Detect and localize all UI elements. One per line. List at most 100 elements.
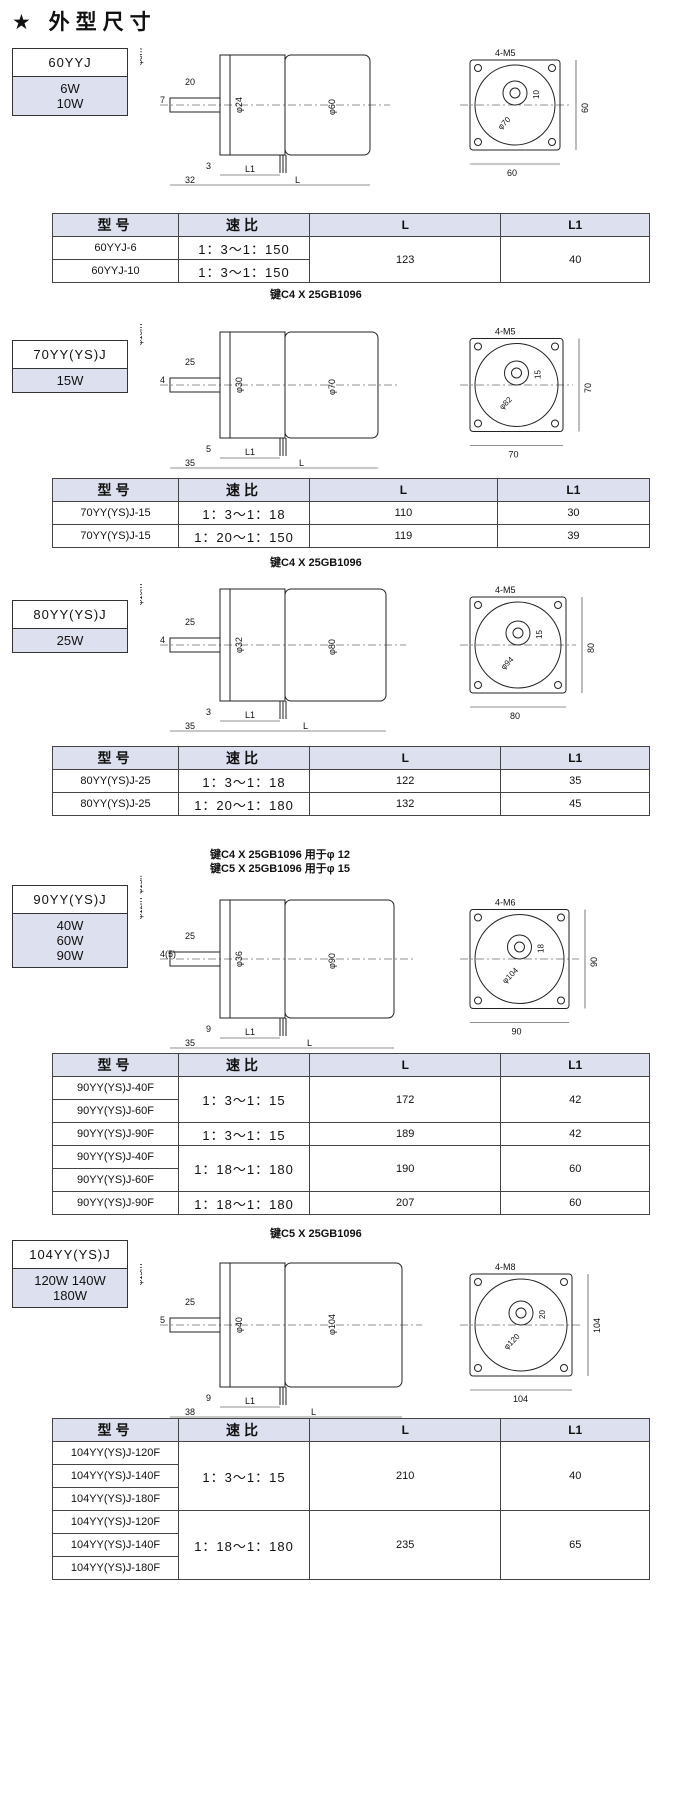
column-header-model: 型号 xyxy=(52,1418,179,1442)
L-label: L xyxy=(299,458,304,468)
cell-L1: 35 xyxy=(500,769,650,793)
mount-hole xyxy=(474,342,482,351)
shaft-tolerance-label: φ10h7 xyxy=(140,581,144,605)
cell-L1: 60 xyxy=(500,1191,650,1215)
shaft-tolerance-label: φ8h7 xyxy=(140,46,144,65)
column-header-ratio: 速比 xyxy=(178,478,310,502)
power-value: 120W 140W xyxy=(34,1273,106,1288)
model-name: 80YY(YS)J xyxy=(13,601,127,629)
mount-hole xyxy=(560,1278,568,1286)
mount-hole xyxy=(474,1278,482,1286)
cell-ratio: 1：3～1：15 xyxy=(178,1441,310,1511)
flange-width-label: 70 xyxy=(509,450,519,460)
shaft-length-label: 20 xyxy=(185,77,195,87)
shaft-length-label: 25 xyxy=(185,1297,195,1307)
L-label: L xyxy=(311,1407,316,1417)
cell-L: 190 xyxy=(308,1145,502,1192)
key-width-label: 4 xyxy=(160,375,165,385)
cell-ratio: 1：3～1：150 xyxy=(178,259,310,283)
cell-L1: 30 xyxy=(496,501,651,525)
cell-L: 189 xyxy=(308,1122,502,1146)
cell-model: 90YY(YS)J-90F xyxy=(52,1122,179,1146)
shaft-extension-label: 35 xyxy=(185,721,195,731)
model-name: 104YY(YS)J xyxy=(13,1241,127,1269)
mount-hole xyxy=(474,1364,482,1372)
power-value: 180W xyxy=(53,1288,87,1303)
output-boss xyxy=(504,360,529,386)
cell-model: 104YY(YS)J-120F xyxy=(52,1441,179,1465)
pitch-circle-label: φ82 xyxy=(498,395,515,412)
shaft-extension-label: 38 xyxy=(185,1407,195,1417)
power-rating: 25W xyxy=(13,629,127,652)
cell-ratio: 1：3～1：18 xyxy=(178,501,310,525)
column-header-L: L xyxy=(308,213,502,237)
column-header-ratio: 速比 xyxy=(178,1053,310,1077)
mount-hole xyxy=(548,138,556,146)
output-boss xyxy=(508,1300,534,1326)
output-shaft xyxy=(515,1307,527,1319)
cell-model: 90YY(YS)J-60F xyxy=(52,1168,179,1192)
mounting-thread-label: 4-M5 xyxy=(495,48,516,58)
key-note: 键C5 X 25GB1096 xyxy=(270,1228,362,1240)
key-width-label: 7 xyxy=(160,95,165,105)
shaft-tolerance-label: φ15h7 xyxy=(140,1261,144,1285)
mount-hole xyxy=(474,996,482,1005)
cell-model: 80YY(YS)J-25 xyxy=(52,792,179,816)
column-header-ratio: 速比 xyxy=(178,746,310,770)
key-note: 键C4 X 25GB1096 用于φ 12 xyxy=(210,849,350,861)
cell-model: 60YYJ-6 xyxy=(52,236,179,260)
key-offset-label: 15 xyxy=(534,370,543,379)
body-diameter-label: φ60 xyxy=(327,99,337,115)
cell-ratio: 1：18～1：180 xyxy=(178,1145,310,1192)
table-row: 104YY(YS)J-140F xyxy=(52,1464,650,1488)
cell-ratio: 1：3～1：150 xyxy=(178,236,310,260)
key-offset-label: 18 xyxy=(537,944,546,953)
key-note: 键C4 X 25GB1096 xyxy=(270,557,362,569)
cell-L1: 40 xyxy=(500,1441,650,1511)
cell-ratio: 1：18～1：180 xyxy=(178,1510,310,1580)
power-value: 60W xyxy=(56,933,84,948)
cell-L1: 42 xyxy=(500,1122,650,1146)
column-header-ratio: 速比 xyxy=(178,213,310,237)
key-width-label: 5 xyxy=(160,1315,165,1325)
L-label: L xyxy=(307,1038,312,1048)
flange-thickness-label: 3 xyxy=(206,707,211,717)
L1-label: L1 xyxy=(245,710,255,720)
cell-L1: 40 xyxy=(500,236,650,283)
key-offset-label: 10 xyxy=(532,90,541,99)
cell-model: 90YY(YS)J-40F xyxy=(52,1076,179,1100)
column-header-L1: L1 xyxy=(496,478,651,502)
cell-ratio: 1：3～1：15 xyxy=(178,1076,310,1123)
flange-width-label: 60 xyxy=(507,168,517,178)
mount-hole xyxy=(474,681,482,689)
mounting-thread-label: 4-M6 xyxy=(495,898,516,908)
cell-model: 90YY(YS)J-90F xyxy=(52,1191,179,1215)
mount-hole xyxy=(474,138,482,146)
mount-hole xyxy=(551,342,559,351)
table-row: 90YY(YS)J-60F xyxy=(52,1099,650,1123)
cell-L: 235 xyxy=(308,1510,502,1580)
mount-hole xyxy=(474,601,482,609)
cell-model: 104YY(YS)J-180F xyxy=(52,1556,179,1580)
pitch-circle-label: φ120 xyxy=(502,1332,522,1352)
key-offset-label: 20 xyxy=(538,1310,547,1319)
cell-L1: 39 xyxy=(496,524,651,548)
power-value: 10W xyxy=(56,96,84,111)
